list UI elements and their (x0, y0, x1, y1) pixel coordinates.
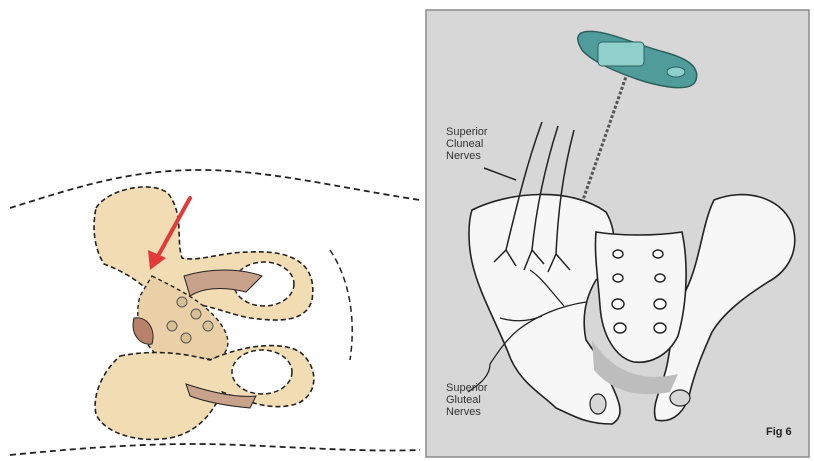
fig6-panel: Superior Cluneal Nerves Superior Gluteal… (424, 0, 814, 461)
label-line: Superior (446, 126, 488, 138)
label-line: Gluteal (446, 394, 488, 406)
body-outline-top (10, 170, 420, 208)
label-line: Superior (446, 382, 488, 394)
right-acetabulum (670, 390, 690, 406)
label-line: Nerves (446, 150, 488, 162)
label-line: Nerves (446, 406, 488, 418)
lower-foramen (232, 350, 292, 394)
label-line: Cluneal (446, 138, 488, 150)
pelvis-illustration-panel (0, 0, 424, 461)
pelvis-illustration (0, 0, 424, 461)
figure-label: Fig 6 (766, 426, 792, 438)
body-outline-bottom (10, 444, 420, 455)
label-superior-gluteal: Superior Gluteal Nerves (446, 382, 488, 418)
left-acetabulum (590, 394, 606, 414)
label-superior-cluneal: Superior Cluneal Nerves (446, 126, 488, 162)
body-outline-side (330, 250, 352, 360)
